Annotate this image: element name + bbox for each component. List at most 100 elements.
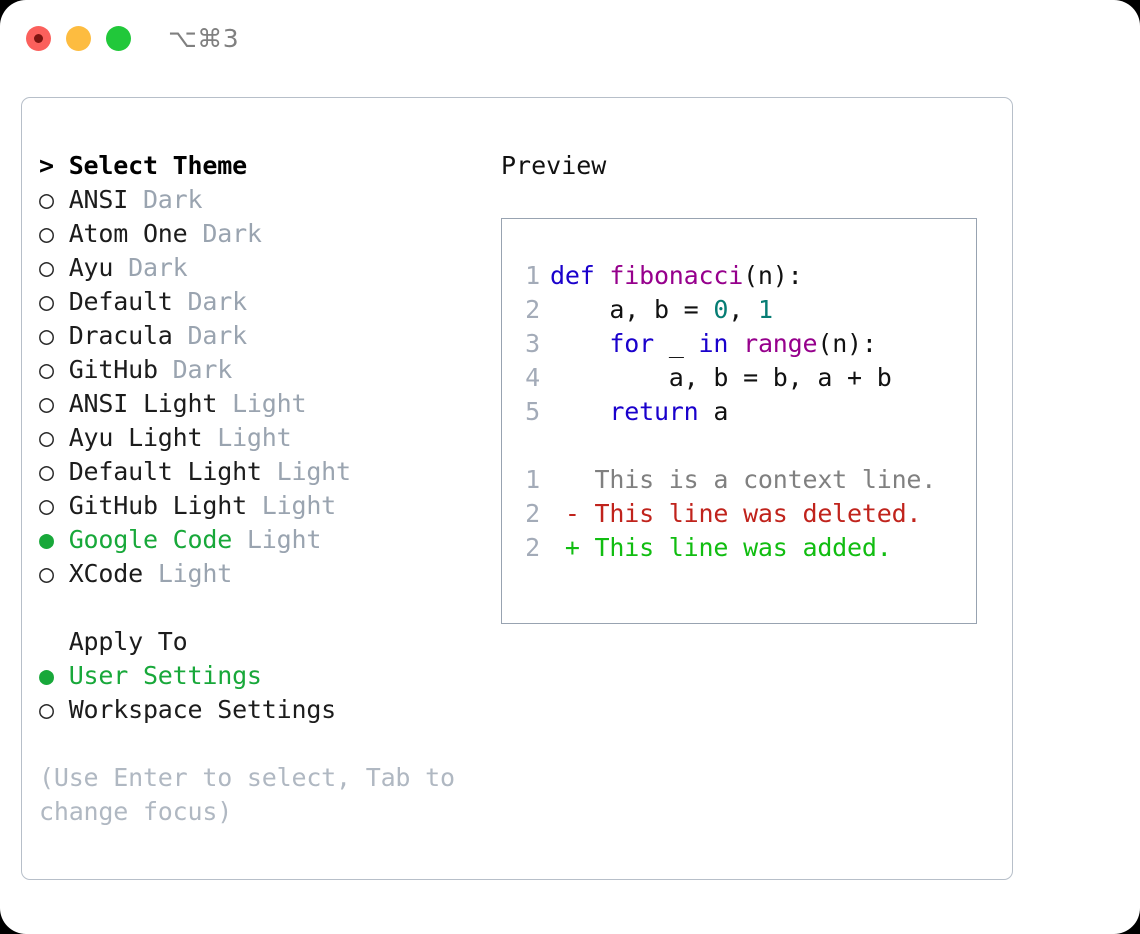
code-token [550,397,609,426]
radio-unselected-icon: ○ [39,559,69,588]
line-number: 4 [525,363,540,392]
apply-to-list: ● User Settings○ Workspace Settings [39,659,499,727]
minimize-button[interactable] [66,26,91,51]
line-number: 2 [525,499,540,528]
diff-sample: 1 This is a context line.2 - This line w… [516,463,970,565]
theme-list-item[interactable]: ○ ANSI Dark [39,183,499,217]
line-number: 2 [525,533,540,562]
theme-name-label: XCode [68,559,143,588]
theme-name-label: Default Light [68,457,262,486]
theme-list-item[interactable]: ○ Ayu Dark [39,251,499,285]
theme-list-item[interactable]: ○ ANSI Light Light [39,387,499,421]
radio-unselected-icon: ○ [39,287,69,316]
radio-unselected-icon: ○ [39,389,69,418]
code-line: 4 a, b = b, a + b [516,361,970,395]
line-number: 3 [525,329,540,358]
code-token [550,329,609,358]
radio-unselected-icon: ○ [39,491,69,520]
code-token: a, b = [550,295,714,324]
theme-name-label: Ayu [68,253,114,282]
code-token: a [698,397,729,426]
theme-name-label: Dracula [68,321,173,350]
theme-name-label: Ayu Light [68,423,203,452]
code-token: , [728,295,758,324]
theme-list-item[interactable]: ○ Atom One Dark [39,217,499,251]
theme-category-label: Light [142,559,233,588]
maximize-button[interactable] [106,26,131,51]
radio-unselected-icon: ○ [39,185,69,214]
code-token: def [550,261,610,290]
content-panel: > Select Theme ○ ANSI Dark○ Atom One Dar… [21,97,1013,880]
radio-unselected-icon: ○ [39,253,69,282]
code-line: 2 a, b = 0, 1 [516,293,970,327]
code-token: (n): [743,261,803,290]
apply-to-item[interactable]: ○ Workspace Settings [39,693,499,727]
radio-unselected-icon: ○ [39,355,69,384]
theme-list-item[interactable]: ○ Ayu Light Light [39,421,499,455]
code-token: return [609,397,699,426]
theme-name-label: Default [68,287,173,316]
theme-category-label: Dark [113,253,188,282]
theme-list-item[interactable]: ● Google Code Light [39,523,499,557]
code-token: for [609,329,654,358]
radio-unselected-icon: ○ [39,423,69,452]
diff-line: 1 This is a context line. [516,463,970,497]
theme-category-label: Light [232,525,322,554]
keyboard-shortcut-label: ⌥⌘3 [168,24,240,53]
radio-unselected-icon: ○ [39,219,69,248]
line-number: 1 [525,261,540,290]
theme-list: ○ ANSI Dark○ Atom One Dark○ Ayu Dark○ De… [39,183,499,591]
theme-category-label: Dark [157,355,233,384]
theme-list-item[interactable]: ○ Default Light Light [39,455,499,489]
radio-unselected-icon: ○ [39,457,69,486]
preview-title: Preview [501,151,607,180]
apply-to-label: User Settings [68,661,262,690]
theme-category-label: Dark [128,185,203,214]
line-number: 1 [525,465,540,494]
theme-name-label: Google Code [68,525,233,554]
code-token: fibonacci [609,261,744,290]
theme-category-label: Light [217,389,307,418]
code-line: 1 def fibonacci(n): [516,259,970,293]
code-token: + This line was added. [550,533,892,562]
theme-list-item[interactable]: ○ GitHub Dark [39,353,499,387]
theme-category-label: Dark [172,321,248,350]
radio-unselected-icon: ○ [39,695,69,724]
theme-list-item[interactable]: ○ Dracula Dark [39,319,499,353]
code-token: a, b = b, a + b [550,363,892,392]
diff-line: 2 + This line was added. [516,531,970,565]
theme-selector-column: > Select Theme ○ ANSI Dark○ Atom One Dar… [39,149,499,829]
close-button[interactable] [26,26,51,51]
apply-to-header: Apply To [39,627,188,656]
radio-unselected-icon: ○ [39,321,69,350]
apply-to-label: Workspace Settings [68,695,337,724]
list-spacer [39,591,499,625]
theme-list-header: > Select Theme [39,151,247,180]
code-token: _ [653,329,699,358]
line-number: 2 [525,295,540,324]
code-token: 0 [713,295,729,324]
line-number: 5 [525,397,540,426]
code-token: This is a context line. [550,465,937,494]
code-token: (n): [817,329,877,358]
window-controls [26,26,131,51]
code-token: in [698,329,729,358]
theme-list-item[interactable]: ○ GitHub Light Light [39,489,499,523]
theme-category-label: Light [202,423,292,452]
apply-to-item[interactable]: ● User Settings [39,659,499,693]
theme-list-item[interactable]: ○ Default Dark [39,285,499,319]
theme-name-label: ANSI Light [68,389,218,418]
theme-name-label: Atom One [68,219,188,248]
code-line: 5 return a [516,395,970,429]
theme-name-label: GitHub Light [68,491,247,520]
theme-list-item[interactable]: ○ XCode Light [39,557,499,591]
code-token [728,329,743,358]
code-line: 3 for _ in range(n): [516,327,970,361]
panel-columns: > Select Theme ○ ANSI Dark○ Atom One Dar… [22,98,1012,879]
theme-name-label: ANSI [68,185,129,214]
